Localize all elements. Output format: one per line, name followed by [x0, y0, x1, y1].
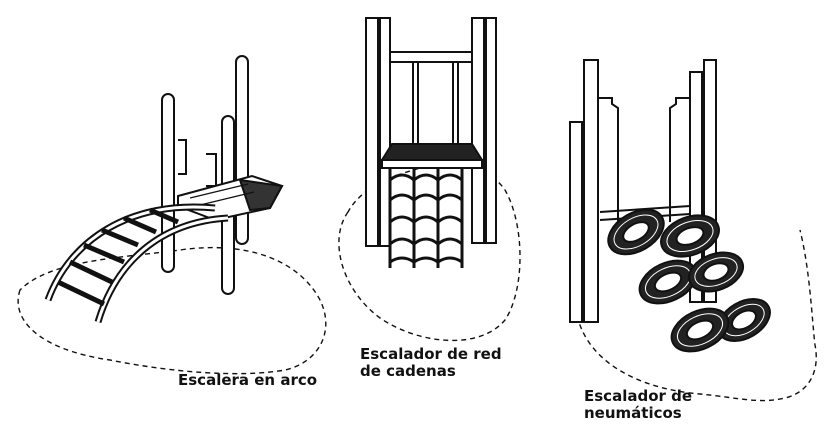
arch-ladder-deck-tread — [238, 178, 284, 212]
arch-ladder-post — [161, 93, 175, 273]
chain-net-grid — [388, 168, 464, 268]
tire-climber-post — [583, 59, 599, 323]
caption-line: neumáticos — [584, 404, 682, 422]
caption-line: Escalera en arco — [178, 371, 318, 389]
arch-ladder-handle — [178, 139, 187, 175]
chain-net-climber-caption: Escalador de red de cadenas — [360, 346, 502, 380]
tire-climber-post — [569, 121, 583, 323]
arch-ladder-rail — [46, 205, 216, 301]
tire — [717, 298, 771, 342]
caption-line: Escalador de red — [360, 345, 502, 363]
chain-net-post — [485, 17, 497, 244]
tire — [607, 208, 665, 256]
chain-net-climber-drawing — [338, 17, 521, 342]
arch-ladder-handle — [206, 153, 217, 187]
arch-ladder-caption: Escalera en arco — [178, 372, 317, 389]
tire-climber-tires — [607, 208, 771, 353]
arch-ladder-ground-outline — [17, 246, 327, 375]
arch-ladder-rungs — [56, 207, 179, 307]
tire — [660, 214, 720, 258]
tire — [687, 251, 745, 293]
arch-ladder-drawing — [17, 55, 327, 375]
chain-net-post — [379, 17, 391, 247]
tire — [670, 307, 730, 353]
chain-net-post — [365, 17, 379, 247]
caption-line: de cadenas — [360, 362, 456, 380]
chain-net-deck — [380, 143, 484, 161]
arch-ladder-rail — [96, 216, 229, 323]
tire-climber-drawing — [569, 59, 817, 402]
chain-net-ground-outline — [338, 163, 521, 342]
tire-climber-handle — [598, 97, 619, 222]
chain-net-post — [471, 17, 485, 244]
tire-climber-handle — [669, 97, 690, 222]
tire-climber-caption: Escalador de neumáticos — [584, 388, 692, 422]
caption-line: Escalador de — [584, 387, 693, 405]
